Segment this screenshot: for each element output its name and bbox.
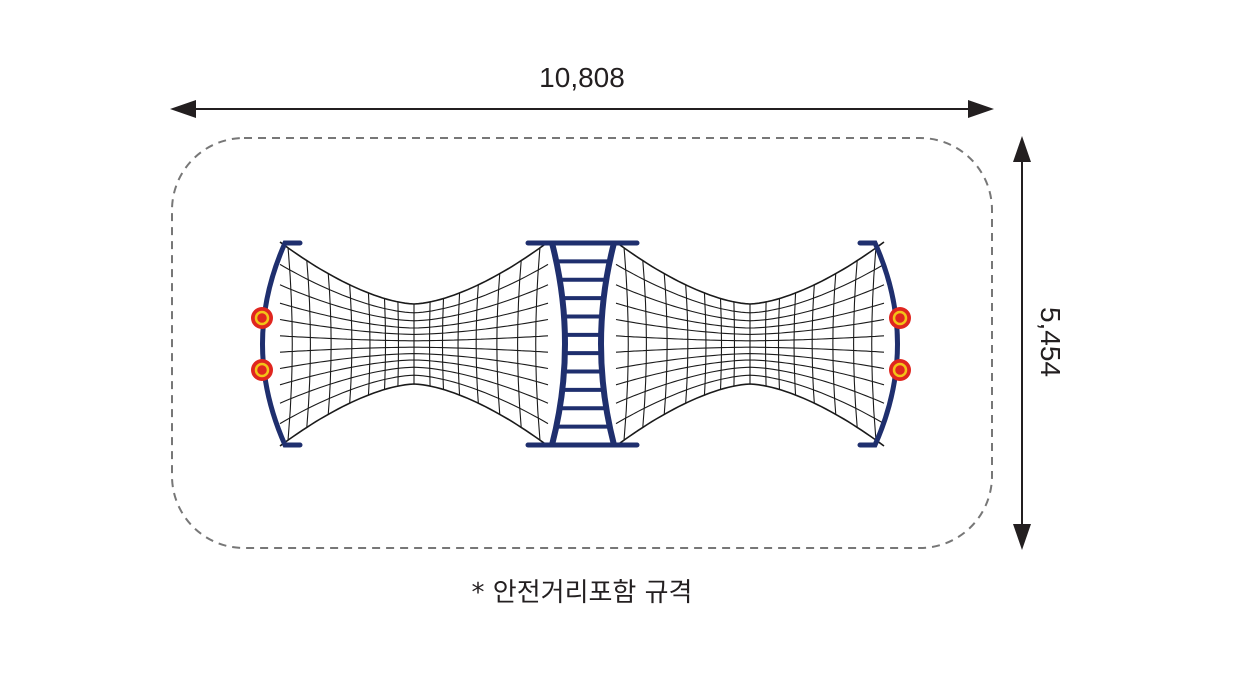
net-strand [615,241,885,305]
net-strand [777,298,781,390]
net-strand [279,383,549,447]
net-strand [764,301,767,387]
net-strand [496,273,501,415]
red-marker-icon [889,307,911,329]
left-end-frame [260,240,303,448]
net-strand [367,292,371,396]
net-strand [327,273,332,415]
marker-outer [251,359,273,381]
net-strand [441,298,445,390]
safety-zone-outline [171,137,993,549]
net-strand [703,292,707,396]
net-strand [517,260,522,428]
net-strand [615,383,885,447]
net-strand [663,273,668,415]
marker-ring [892,362,908,378]
net-strand [457,292,461,396]
net-strand [383,298,387,390]
marker-ring [254,362,270,378]
net-strand [475,284,479,404]
net-strand [811,284,815,404]
right-end-frame [857,240,900,448]
net-strand [733,301,736,387]
net-strand [397,301,400,387]
net-strand [832,273,837,415]
net-strand [279,241,549,305]
height-label: 5,454 [1035,306,1066,378]
ladder-right-rail [598,242,617,446]
marker-outer [251,307,273,329]
center-ladder [525,240,640,448]
red-marker-icon [251,359,273,381]
net-strand [853,260,858,428]
net-strand [685,284,689,404]
right-net-tunnel [615,241,885,447]
net-strand [306,260,311,428]
net-strand [623,247,629,441]
marker-ring [892,310,908,326]
net-strand [719,298,723,390]
red-marker-icon [251,307,273,329]
width-label: 10,808 [539,62,625,93]
net-strand [535,247,541,441]
net-strand [428,301,431,387]
width-dimension-arrow [170,100,994,118]
red-marker-icon [889,359,911,381]
net-strand [793,292,797,396]
ladder-left-rail [549,242,568,446]
height-dimension-arrow [1013,136,1031,550]
net-strand [642,260,647,428]
left-net-tunnel [279,241,549,447]
marker-outer [889,307,911,329]
caption-safety-distance: * 안전거리포함 규격 [471,578,693,608]
net-strand [871,247,877,441]
net-strand [287,247,293,441]
marker-outer [889,359,911,381]
net-strand [349,284,353,404]
marker-ring [254,310,270,326]
